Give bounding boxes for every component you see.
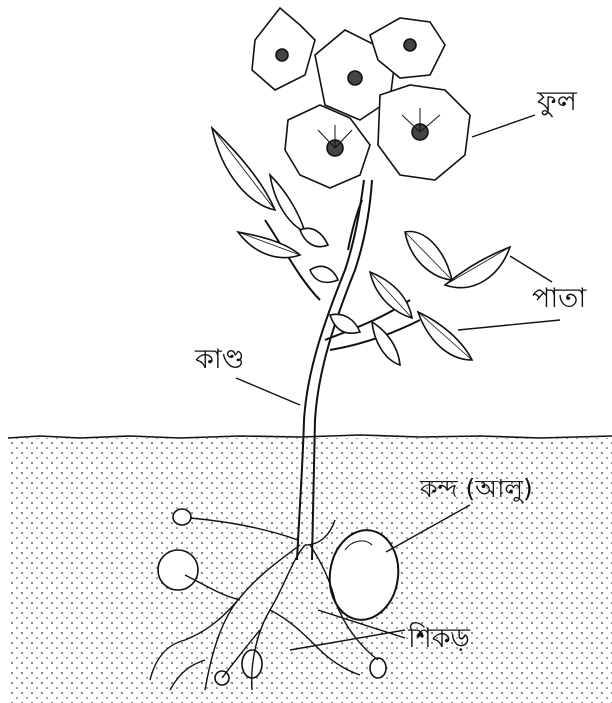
leader-line-flower xyxy=(472,115,535,137)
label-flower: ফুল xyxy=(537,88,577,115)
leader-line-leaf-2 xyxy=(458,320,560,330)
label-stem: কাণ্ড xyxy=(195,346,245,373)
label-leaf: পাতা xyxy=(532,285,586,312)
label-tuber: কন্দ (আলু) xyxy=(420,476,533,501)
flower-cluster xyxy=(252,8,470,188)
leader-line-leaf-1 xyxy=(510,256,552,282)
label-root: শিকড় xyxy=(408,625,470,652)
leader-line-stem xyxy=(236,378,300,405)
